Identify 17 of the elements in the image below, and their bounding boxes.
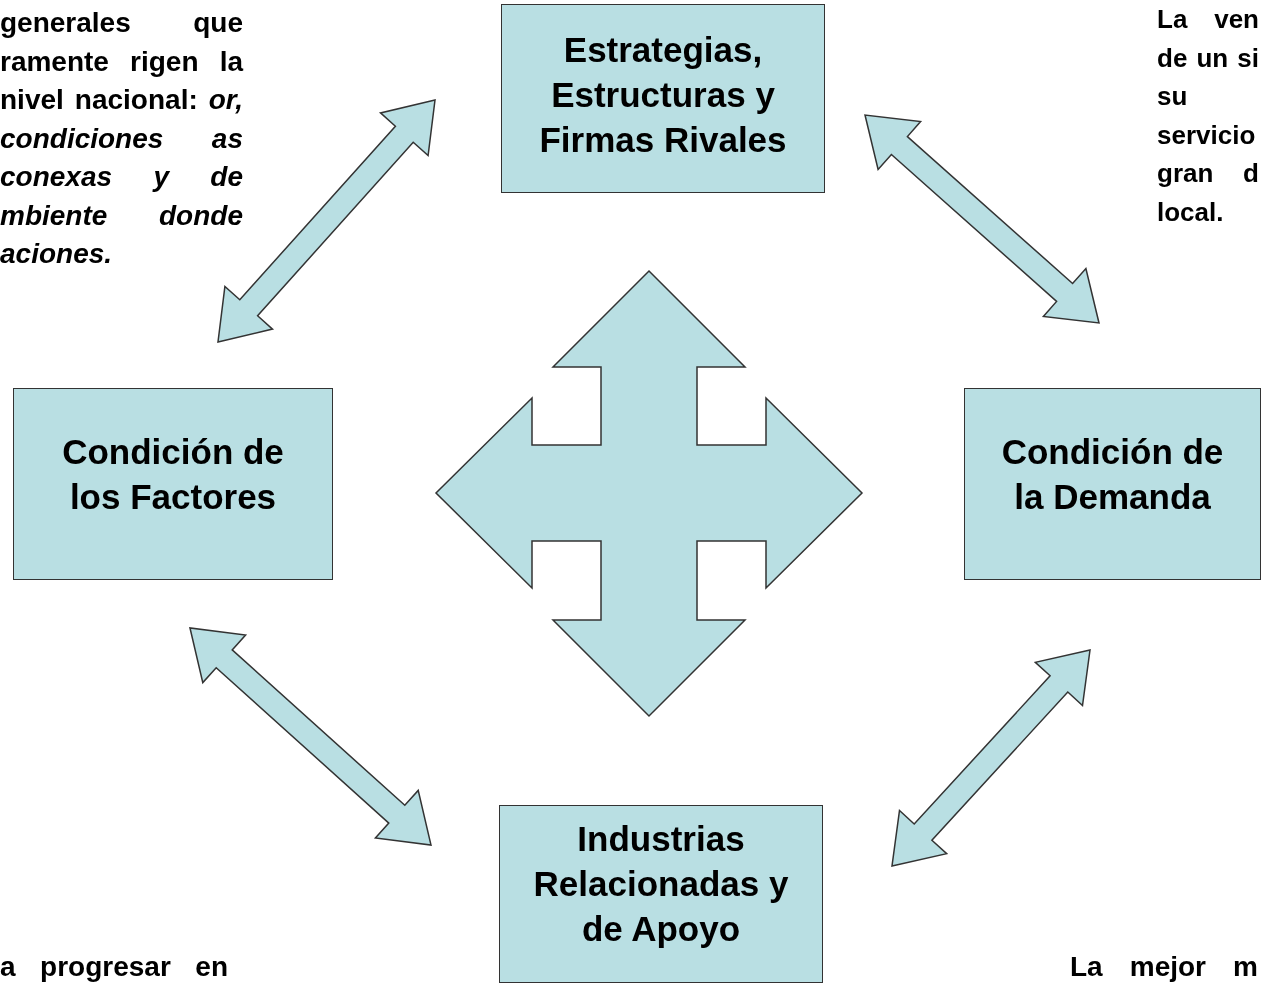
box-text: Condición de los Factores xyxy=(61,431,285,518)
box-text: Industrias Relacionadas y de Apoyo xyxy=(532,818,790,950)
double-arrow xyxy=(864,114,1100,324)
double-arrow xyxy=(217,99,436,343)
four-way-arrow xyxy=(434,269,864,718)
box-text: Condición de la Demanda xyxy=(1000,431,1225,518)
note-text: La ven de un si su servicio gran d local. xyxy=(1157,3,1259,229)
process-box xyxy=(964,388,1261,580)
note-text: La mejor m xyxy=(1070,952,1258,982)
process-box xyxy=(499,805,823,983)
process-box xyxy=(13,388,333,580)
note-text: a progresar en xyxy=(0,952,228,982)
box-text: Estrategias, Estructuras y Firmas Rivales xyxy=(538,29,788,161)
process-box xyxy=(501,4,825,193)
note-text: generales que ramente rigen la nivel nacional: or, condiciones as conexas y de mbiente donde aciones. xyxy=(0,6,243,271)
double-arrow xyxy=(189,627,432,846)
double-arrow xyxy=(891,649,1091,867)
